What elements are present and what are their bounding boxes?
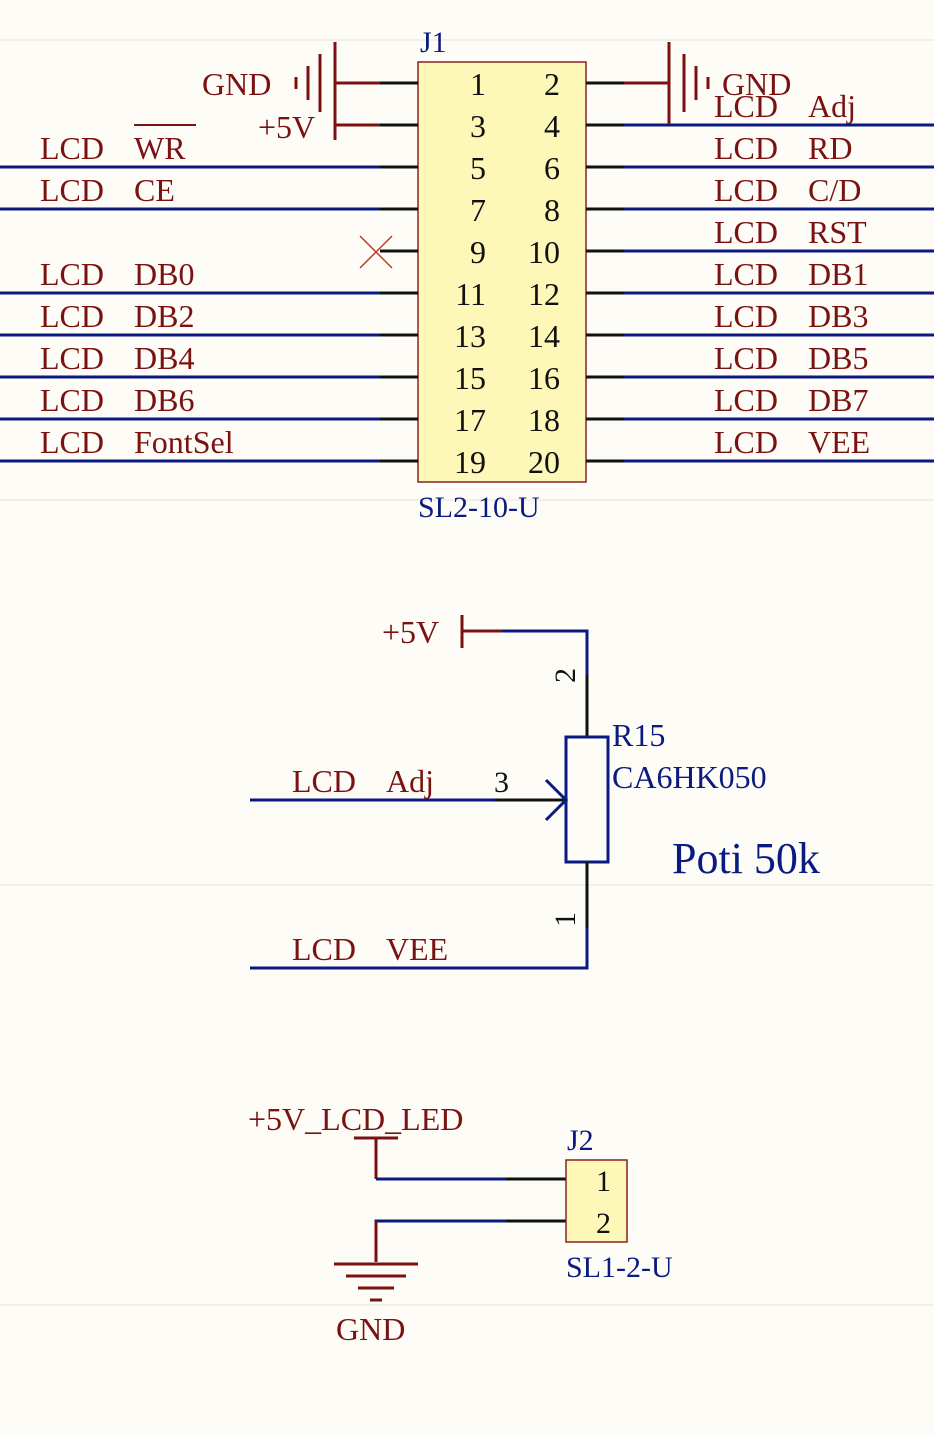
net-label-name: DB6 <box>134 382 194 418</box>
net-label-name: DB0 <box>134 256 194 292</box>
net-label-prefix: LCD <box>714 424 778 460</box>
net-label-prefix: LCD <box>40 340 104 376</box>
r15-wiper-net-name: Adj <box>386 763 434 799</box>
net-label-prefix: LCD <box>40 256 104 292</box>
net-label-name: VEE <box>808 424 870 460</box>
j1-pin-number: 3 <box>470 108 486 144</box>
net-label-name: RD <box>808 130 852 166</box>
net-label-name: CE <box>134 172 175 208</box>
r15-wiper-net-prefix: LCD <box>292 763 356 799</box>
net-label-name: WR <box>134 130 186 166</box>
j2-pin-2: 2 <box>596 1207 611 1240</box>
net-label-name: RST <box>808 214 867 250</box>
r15-pin-bottom: 1 <box>549 912 582 927</box>
j1-pin-number: 16 <box>528 360 560 396</box>
j2-designator: J2 <box>567 1124 594 1157</box>
r15-part-name: CA6HK050 <box>612 759 767 795</box>
j1-pin-number: 19 <box>454 444 486 480</box>
j1-pin-number: 5 <box>470 150 486 186</box>
connector-j2[interactable]: +5V_LCD_LED GND J2 SL1-2-U 1 2 <box>248 1101 673 1347</box>
net-label-name: DB5 <box>808 340 868 376</box>
j1-pin-number: 9 <box>470 234 486 270</box>
j1-pin-number: 4 <box>544 108 560 144</box>
j2-gnd-label: GND <box>336 1311 405 1347</box>
net-label-name: DB2 <box>134 298 194 334</box>
j1-pin-number: 8 <box>544 192 560 228</box>
r15-comment: Poti 50k <box>672 834 820 883</box>
net-label-prefix: LCD <box>714 256 778 292</box>
vcc-symbol-j1-left: +5V <box>258 109 380 145</box>
j1-pin-number: 13 <box>454 318 486 354</box>
r15-body <box>564 735 610 864</box>
j1-pin-number: 11 <box>455 276 486 312</box>
gnd-symbol-j1-left: GND <box>202 42 380 124</box>
gnd-symbol-j2: GND <box>334 1221 418 1347</box>
net-label-prefix: LCD <box>40 172 104 208</box>
net-label-prefix: LCD <box>40 130 104 166</box>
net-label-prefix: LCD <box>714 382 778 418</box>
net-label-prefix: LCD <box>714 172 778 208</box>
net-label-name: C/D <box>808 172 861 208</box>
net-label-prefix: LCD <box>40 382 104 418</box>
net-label-prefix: LCD <box>714 214 778 250</box>
net-label-prefix: LCD <box>714 340 778 376</box>
r15-bottom-net-name: VEE <box>386 931 448 967</box>
j2-pin-1: 1 <box>596 1165 611 1198</box>
j2-body <box>565 1159 628 1243</box>
r15-pin-top: 2 <box>549 668 582 683</box>
net-label-name: DB3 <box>808 298 868 334</box>
j1-pin-number: 12 <box>528 276 560 312</box>
j2-power-label: +5V_LCD_LED <box>248 1101 463 1137</box>
j1-designator: J1 <box>420 26 447 59</box>
gnd-symbol-j1-right: GND <box>624 42 791 124</box>
net-label-name: DB4 <box>134 340 194 376</box>
gnd-label-j1-left: GND <box>202 66 271 102</box>
net-label-prefix: LCD <box>714 130 778 166</box>
net-label-prefix: LCD <box>714 298 778 334</box>
j2-part-name: SL1-2-U <box>566 1251 673 1284</box>
j1-pin-number: 2 <box>544 66 560 102</box>
net-label-prefix: LCD <box>40 298 104 334</box>
net-label-prefix: LCD <box>40 424 104 460</box>
j1-pin-number: 14 <box>528 318 560 354</box>
background-grid <box>0 39 934 1306</box>
j1-pin-number: 17 <box>454 402 486 438</box>
gnd-label-j1-right: GND <box>722 66 791 102</box>
vcc-label-j1-left: +5V <box>258 109 315 145</box>
potentiometer-r15[interactable]: +5V 2 R15 CA6HK050 Poti 50k 3 LCD Adj 1 … <box>250 614 820 970</box>
net-label-prefix: LCD <box>714 88 778 124</box>
j1-part-name: SL2-10-U <box>418 491 540 524</box>
net-label-name: DB1 <box>808 256 868 292</box>
r15-pin-wiper: 3 <box>494 766 509 799</box>
net-label-name: DB7 <box>808 382 868 418</box>
no-connect-marker <box>359 235 393 269</box>
r15-bottom-net-prefix: LCD <box>292 931 356 967</box>
j1-pin-number: 1 <box>470 66 486 102</box>
j1-pin-number: 15 <box>454 360 486 396</box>
r15-designator: R15 <box>612 717 665 753</box>
net-label-name: FontSel <box>134 424 234 460</box>
j1-pin-number: 20 <box>528 444 560 480</box>
net-label-name: Adj <box>808 88 856 124</box>
j1-body <box>417 61 587 483</box>
j1-pin-number: 10 <box>528 234 560 270</box>
r15-power-label: +5V <box>382 614 439 650</box>
j1-right-pins: 2 4 6 8 10 12 14 16 18 20 <box>528 66 624 480</box>
j1-pin-number: 7 <box>470 192 486 228</box>
j1-pin-number: 18 <box>528 402 560 438</box>
j1-pin-number: 6 <box>544 150 560 186</box>
